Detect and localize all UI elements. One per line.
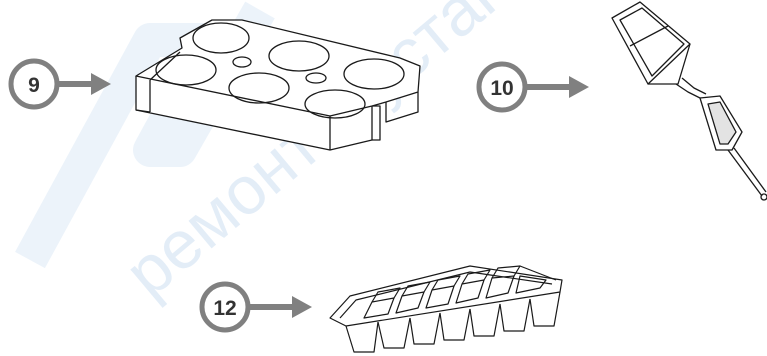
part-9-number: 9 <box>28 74 40 97</box>
scraper-tool-icon <box>611 1 767 201</box>
part-9-badge: 9 <box>8 58 60 110</box>
ice-cube-tray-icon <box>329 265 563 353</box>
part-10-number: 10 <box>490 77 513 100</box>
ice-pack-icon <box>135 19 421 151</box>
part-9-arrow <box>57 73 111 95</box>
part-12-arrow <box>248 296 312 318</box>
part-12-number: 12 <box>213 297 236 320</box>
part-10-badge: 10 <box>476 61 528 113</box>
part-12: 12 <box>199 265 563 353</box>
part-10: 10 <box>476 1 767 201</box>
part-10-arrow <box>525 76 589 98</box>
part-12-badge: 12 <box>199 281 251 333</box>
part-9: 9 <box>8 19 421 151</box>
